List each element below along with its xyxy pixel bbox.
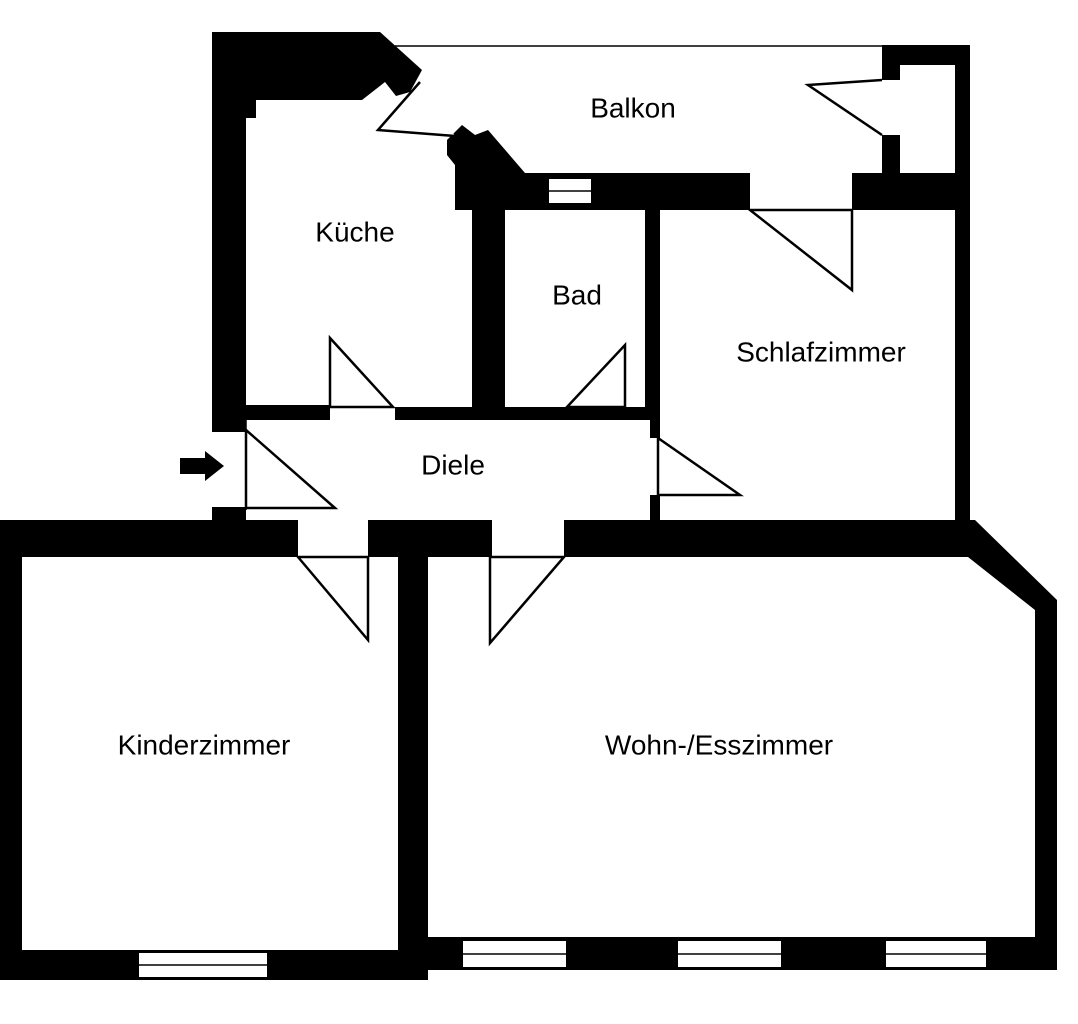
doors: [244, 78, 883, 647]
living-outer-wall: [410, 520, 1057, 970]
kitchen-balcony-door: [375, 81, 456, 138]
entrance-door: [244, 427, 339, 510]
room-label-bad: Bad: [552, 279, 602, 310]
balcony-side-door: [804, 78, 883, 137]
bedroom-balcony-door: [746, 208, 854, 293]
walls: [0, 32, 1057, 980]
room-label-schlafzimmer: Schlafzimmer: [736, 336, 906, 367]
room-label-wohn-esszimmer: Wohn-/Esszimmer: [605, 729, 833, 760]
windows: [137, 177, 988, 979]
room-label-kueche: Küche: [315, 216, 394, 247]
room-label-balkon: Balkon: [590, 92, 676, 123]
kitchen-outer-wall: [212, 32, 422, 432]
bedroom-door: [656, 435, 744, 497]
room-label-diele: Diele: [421, 449, 485, 480]
bath-balcony-corner-wall: [447, 125, 750, 410]
room-label-kinderzimmer: Kinderzimmer: [118, 729, 291, 760]
kitchen-door: [328, 334, 396, 409]
kids-room-door: [295, 555, 370, 644]
arrow-right-icon: [180, 451, 224, 481]
living-room-door: [488, 555, 567, 647]
room-labels: Balkon Küche Bad Schlafzimmer Diele Kind…: [118, 92, 906, 760]
bath-door: [564, 341, 627, 409]
